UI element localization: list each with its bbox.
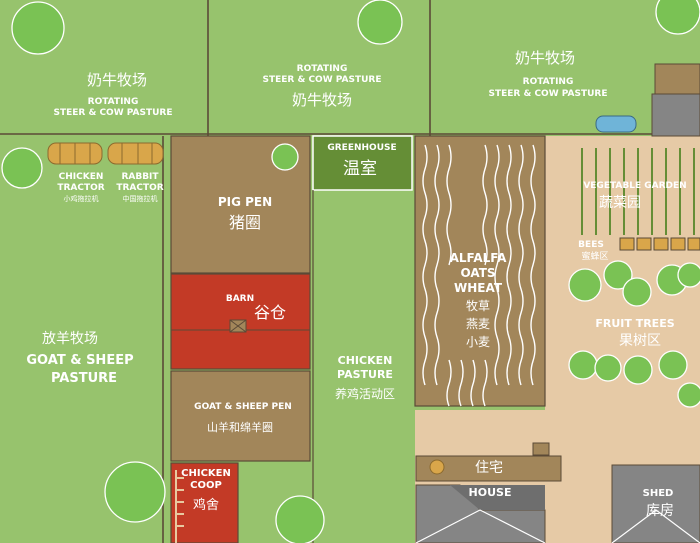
crop-rows (422, 144, 536, 407)
goat-pen-zh: 山羊和绵羊圈 (207, 421, 273, 434)
shed-zh: 库房 (646, 503, 674, 519)
crops-en1: ALFALFA (449, 251, 507, 265)
pig-pen-en: PIG PEN (217, 195, 273, 209)
chicken-tractor-en1: CHICKEN (58, 172, 104, 182)
goat-pasture-en1: GOAT & SHEEP (26, 353, 134, 368)
house-roof (450, 485, 545, 510)
crops-zh1: 牧草 (465, 299, 491, 313)
pasture-ne-en1: ROTATING (522, 77, 574, 87)
goat-pen-area (170, 370, 311, 462)
bees-en: BEES (578, 240, 604, 250)
shed-building (611, 464, 700, 543)
greenhouse-zh: 温室 (343, 159, 377, 179)
pasture-nw-zh: 奶牛牧场 (86, 71, 148, 89)
house-roof-line (415, 509, 546, 543)
greenhouse-area (312, 135, 413, 191)
crops-en3: WHEAT (453, 281, 503, 295)
greenhouse-en: GREENHOUSE (327, 143, 397, 153)
house-en: HOUSE (468, 486, 512, 499)
residence-zh: 住宅 (475, 460, 503, 476)
pig-pen-zh: 猪圈 (228, 213, 262, 232)
vegetable-garden-zh: 蔬菜园 (599, 195, 641, 211)
barn-en: BARN (225, 294, 255, 304)
pasture-mid-en2: STEER & COW PASTURE (262, 75, 382, 85)
chicken-pasture-en2: PASTURE (337, 368, 393, 381)
crops-zh3: 小麦 (465, 335, 491, 349)
goat-pasture-en2: PASTURE (50, 371, 118, 386)
chicken-tractor-shape (47, 142, 103, 165)
shed-ne (651, 93, 700, 137)
chicken-coop-zh: 鸡舍 (192, 498, 220, 513)
chicken-tractor-en2: TRACTOR (57, 183, 105, 193)
rabbit-tractor-shape (107, 142, 164, 165)
fruit-trees-en: FRUIT TREES (595, 317, 675, 330)
chicken-pasture-en1: CHICKEN (337, 354, 393, 367)
rabbit-tractor-en1: RABBIT (121, 172, 159, 182)
chicken-coop-en2: COOP (190, 480, 222, 491)
goat-pen-en: GOAT & SHEEP PEN (194, 402, 292, 412)
water-trough-icon (595, 115, 637, 133)
vegetable-garden-en: VEGETABLE GARDEN (583, 181, 687, 191)
goat-pasture-zh: 放羊牧场 (42, 331, 98, 347)
coop-ramp (175, 470, 184, 543)
shed-roof-line (611, 509, 700, 543)
pasture-mid-zh: 奶牛牧场 (291, 91, 353, 109)
rabbit-tractor-en2: TRACTOR (116, 183, 164, 193)
barn-zh: 谷仓 (253, 303, 287, 322)
barn-door-icon (229, 319, 247, 333)
chicken-coop-en1: CHICKEN (181, 468, 231, 479)
chicken-tractor-zh: 小鸡拖拉机 (63, 195, 99, 203)
beehive-icons (619, 237, 700, 251)
shed-en: SHED (642, 488, 674, 499)
pasture-ne-en2: STEER & COW PASTURE (488, 89, 608, 99)
pasture-nw-en1: ROTATING (87, 97, 139, 107)
crops-zh2: 燕麦 (465, 317, 491, 331)
table-icon (429, 459, 445, 475)
fruit-trees-zh: 果树区 (619, 333, 661, 349)
crops-en2: OATS (460, 266, 496, 280)
chicken-pasture-zh: 养鸡活动区 (334, 387, 396, 401)
vegetable-garden-rows (581, 148, 695, 235)
pasture-nw-en2: STEER & COW PASTURE (53, 108, 173, 118)
bench-icon (532, 442, 550, 456)
pasture-ne-zh: 奶牛牧场 (514, 49, 576, 67)
bees-zh: 蜜蜂区 (581, 252, 609, 262)
rabbit-tractor-zh: 中国拖拉机 (122, 195, 158, 203)
pasture-mid-en1: ROTATING (296, 64, 348, 74)
